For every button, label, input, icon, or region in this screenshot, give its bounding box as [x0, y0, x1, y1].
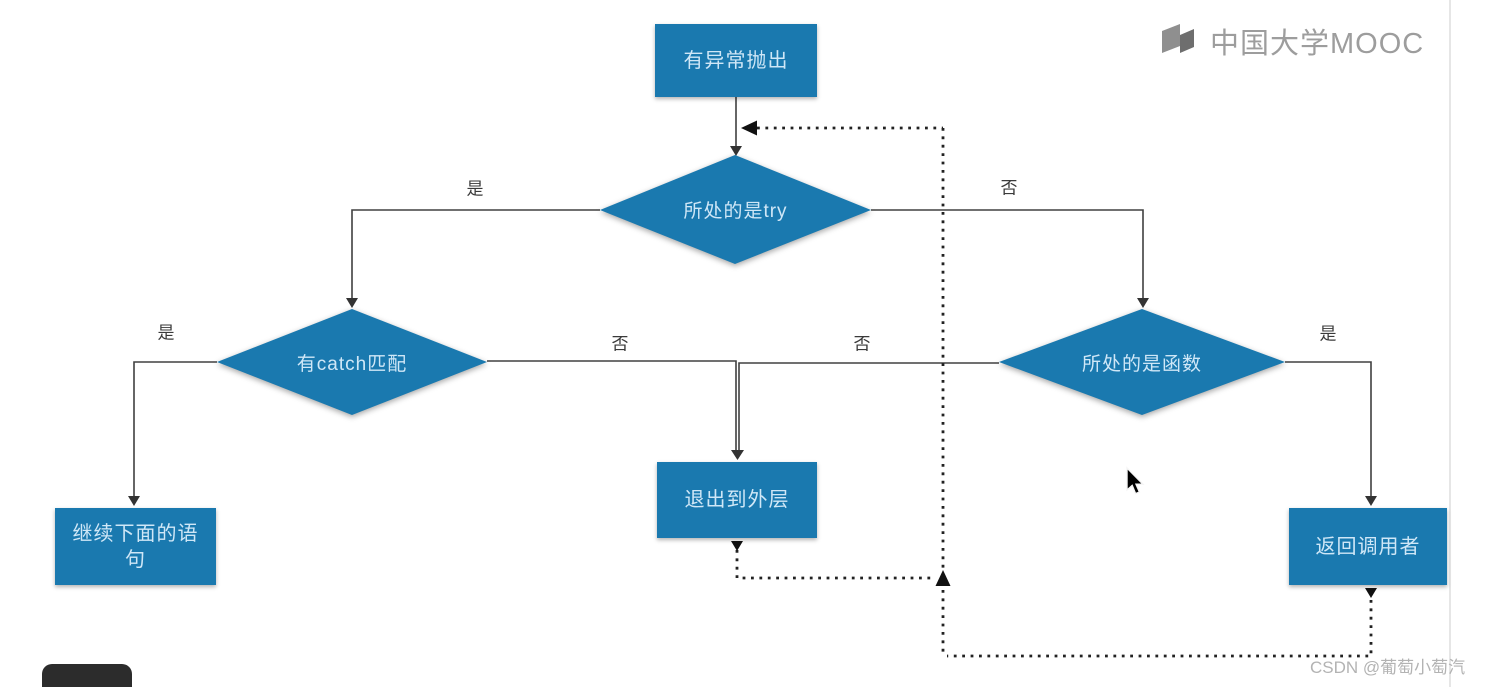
edge-label-func-yes: 是 — [1319, 324, 1337, 344]
mooc-logo-text: 中国大学MOOC — [1210, 28, 1425, 60]
edge-label-try-no: 否 — [1000, 178, 1018, 198]
player-control-button[interactable] — [42, 664, 132, 687]
edge-catch-no — [487, 360, 737, 452]
arrow-under-return — [1365, 588, 1377, 598]
edge-label-try-yes: 是 — [466, 179, 484, 199]
edge-label-catch-yes: 是 — [157, 323, 175, 343]
arrow-into-continue — [128, 496, 140, 506]
node-exception-thrown: 有异常抛出 — [655, 24, 817, 97]
edge-try-no — [871, 209, 1144, 300]
node-label: 有异常抛出 — [683, 49, 789, 72]
diamond-func-check — [999, 309, 1285, 415]
edge-func-no — [738, 362, 999, 452]
dotted-exit-loop — [735, 550, 934, 580]
edge-try-yes — [351, 209, 600, 300]
diamond-label-catch-check: 有catch匹配 — [217, 309, 487, 415]
arrow-into-func — [1137, 298, 1149, 308]
arrow-into-exit — [731, 450, 744, 460]
arrow-under-exit — [731, 541, 743, 551]
arrow-into-catch — [346, 298, 358, 308]
arrow-into-return — [1365, 496, 1377, 506]
node-label: 有catch匹配 — [296, 353, 408, 375]
edge-func-yes — [1285, 361, 1372, 498]
diamond-label-func-check: 所处的是函数 — [999, 309, 1285, 415]
arrow-loop-up — [935, 570, 951, 586]
csdn-watermark: CSDN @葡萄小萄汽 — [1310, 658, 1466, 677]
node-return-caller: 返回调用者 — [1289, 508, 1447, 585]
dotted-return-loop — [947, 600, 1373, 658]
edge-catch-yes — [133, 361, 217, 498]
edge-label-func-no: 否 — [853, 334, 871, 354]
diamond-label-try-check: 所处的是try — [600, 155, 871, 264]
mooc-book-icon — [1162, 24, 1194, 53]
edge-label-catch-no: 否 — [611, 334, 629, 354]
node-label: 继续下面的语句 — [72, 522, 199, 571]
mooc-logo: 中国大学MOOC — [1160, 20, 1424, 62]
arrow-loop-into-mainline — [741, 120, 757, 136]
mouse-cursor-icon — [1123, 466, 1149, 505]
node-continue-statements: 继续下面的语句 — [55, 508, 216, 585]
diamond-catch-check — [217, 309, 487, 415]
node-exit-outer: 退出到外层 — [657, 462, 817, 538]
arrow-into-try — [730, 146, 742, 156]
node-label: 所处的是try — [683, 201, 788, 222]
node-label: 退出到外层 — [684, 489, 790, 511]
node-label: 所处的是函数 — [1081, 353, 1202, 375]
node-label: 返回调用者 — [1315, 535, 1421, 558]
slide-right-border — [1449, 0, 1451, 687]
diamond-try-check — [600, 155, 871, 264]
